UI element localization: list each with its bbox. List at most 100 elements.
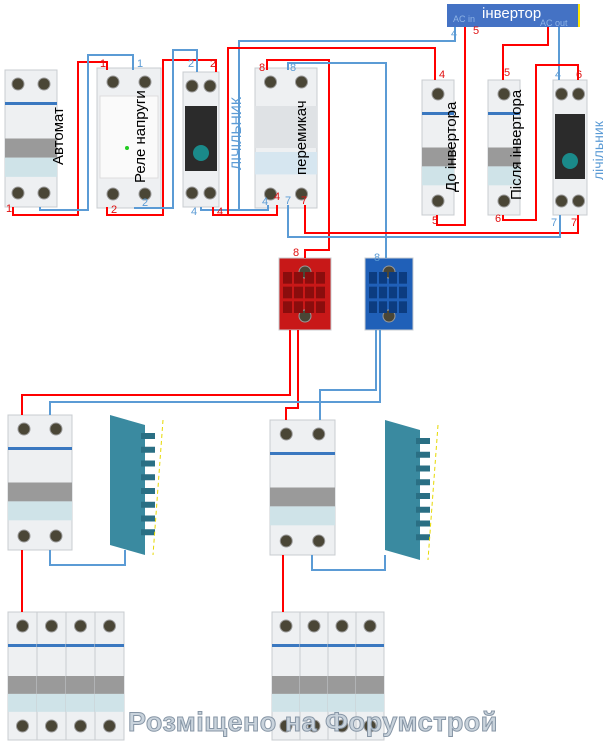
terminal-screw-icon — [106, 75, 120, 89]
terminal-number-label: 4 — [439, 69, 446, 81]
phase-wire — [212, 205, 278, 216]
neutral-wire — [39, 54, 134, 211]
terminal-screw-icon — [279, 534, 293, 548]
rcd-middle — [269, 419, 336, 556]
breaker-group-left-4 — [94, 611, 125, 741]
terminal-screw-icon — [11, 77, 25, 91]
terminal-number-label: 4 — [451, 28, 458, 40]
terminal-number-label: 8 — [293, 247, 300, 259]
terminal-number-label: 1 — [6, 203, 13, 215]
terminal-screw-icon — [138, 75, 152, 89]
terminal-number-label: 4 — [274, 191, 281, 203]
terminal-screw-icon — [45, 719, 58, 733]
breaker-before-inverter — [421, 79, 455, 216]
phase-wire — [12, 61, 108, 216]
terminal-screw-icon — [431, 87, 445, 101]
phase-wire — [266, 59, 330, 258]
terminal-number-label: 4 — [262, 196, 269, 208]
after-inverter-label: Після інвертора — [508, 89, 525, 200]
terminal-screw-icon — [74, 619, 87, 633]
terminal-number-label: 5 — [432, 215, 439, 227]
terminal-screw-icon — [17, 529, 31, 543]
neutral-wire — [287, 205, 561, 238]
terminal-number-label: 5 — [473, 25, 480, 37]
voltage-relay-label: Реле напруги — [132, 90, 149, 183]
terminal-screw-icon — [49, 422, 63, 436]
neutral-wire — [49, 550, 126, 566]
terminal-number-label: 2 — [210, 58, 217, 70]
phase-wire — [502, 64, 579, 221]
terminal-screw-icon — [203, 186, 217, 200]
terminal-screw-icon — [203, 79, 217, 93]
terminal-screw-icon — [17, 422, 31, 436]
terminal-number-label: 2 — [188, 58, 195, 70]
terminal-screw-icon — [363, 719, 377, 733]
neutral-wire — [311, 555, 386, 571]
terminal-screw-icon — [555, 194, 568, 208]
breaker-group-middle-2 — [299, 611, 329, 741]
transfer-switch — [254, 67, 318, 209]
terminal-screw-icon — [572, 87, 585, 101]
terminal-number-label: 2 — [111, 204, 118, 216]
neutral-wire — [200, 205, 269, 211]
phase-wire — [436, 27, 466, 226]
breaker-after-inverter — [487, 79, 521, 216]
terminal-screw-icon — [555, 87, 568, 101]
devices-layer — [4, 67, 588, 741]
terminal-screw-icon — [497, 194, 511, 208]
phase-wire — [502, 27, 549, 80]
neutral-wire — [134, 49, 198, 209]
terminal-number-label: 2 — [142, 197, 149, 209]
breaker-main-label: Автомат — [50, 107, 67, 165]
terminal-screw-icon — [335, 619, 349, 633]
breaker-main — [4, 69, 58, 208]
phase-wire — [106, 59, 217, 216]
terminal-number-label: 7 — [571, 217, 578, 229]
breaker-group-middle-3 — [327, 611, 357, 741]
terminal-number-label: 4 — [555, 69, 562, 81]
inverter-ac-in-label: AC in — [453, 14, 476, 24]
terminal-number-label: 8 — [374, 252, 381, 264]
terminal-screw-icon — [363, 619, 377, 633]
terminal-screw-icon — [138, 187, 152, 201]
meter-2-label: лічільник — [590, 121, 606, 180]
terminal-screw-icon — [295, 187, 308, 201]
terminal-screw-icon — [279, 619, 293, 633]
terminal-screw-icon — [279, 427, 293, 441]
terminal-screw-icon — [312, 427, 326, 441]
busbar-left — [110, 415, 164, 556]
breaker-group-left-3 — [65, 611, 96, 741]
phase-wire — [304, 205, 579, 234]
terminal-number-label: 6 — [495, 213, 502, 225]
distribution-block-red — [278, 257, 332, 331]
meter-1 — [182, 71, 220, 208]
terminal-number-label: 5 — [504, 67, 511, 79]
terminal-number-label: 8 — [259, 62, 266, 74]
terminal-screw-icon — [106, 187, 120, 201]
terminal-screw-icon — [572, 194, 585, 208]
terminal-number-label: 7 — [551, 217, 558, 229]
terminal-screw-icon — [37, 77, 51, 91]
inverter-ac-out-label: AC out — [540, 18, 568, 28]
rcd-left — [7, 414, 73, 551]
terminal-number-label: 7 — [285, 195, 292, 207]
terminal-number-label: 4 — [217, 206, 224, 218]
distribution-block-blue — [364, 257, 414, 331]
breaker-group-left-2 — [36, 611, 67, 741]
inverter-box: AC in інвертор AC out — [447, 4, 580, 28]
terminal-screw-icon — [16, 719, 29, 733]
phase-wire — [285, 330, 299, 420]
breaker-group-middle-4 — [355, 611, 385, 741]
terminal-screw-icon — [74, 719, 87, 733]
terminal-number-label: 1 — [100, 58, 107, 70]
terminal-screw-icon — [307, 619, 321, 633]
neutral-wire — [287, 62, 387, 258]
voltage-relay — [96, 67, 162, 209]
before-inverter-label: До інвертора — [443, 101, 460, 192]
inverter-title: інвертор — [482, 5, 542, 22]
busbar-middle — [385, 420, 439, 561]
neutral-wire — [319, 330, 377, 420]
terminal-screw-icon — [45, 619, 58, 633]
